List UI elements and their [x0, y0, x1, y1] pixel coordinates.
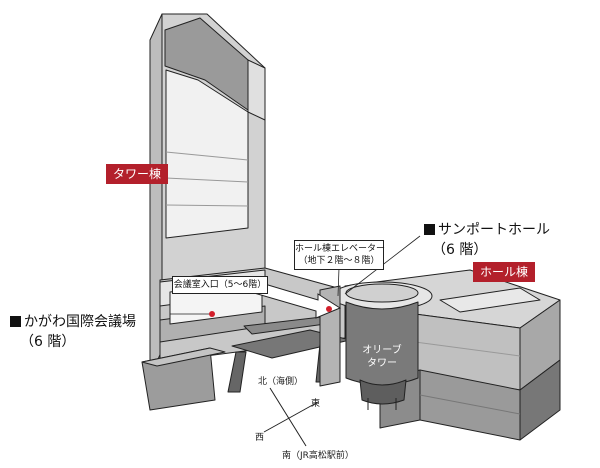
compass-rose: [263, 387, 319, 447]
walkway-support-1: [227, 351, 247, 393]
hall-wing-upper: [439, 287, 541, 313]
compass-south: 南（JR高松駅前）: [282, 451, 354, 461]
compass-west: 西: [255, 433, 265, 443]
olive-tower-base: [359, 379, 407, 405]
tower-wing-label: タワー棟: [106, 164, 169, 184]
hall-wing-label: ホール棟: [473, 262, 536, 282]
tower-right-ribbon: [247, 59, 266, 121]
elevator-marker: [326, 306, 332, 312]
square-bullet-icon: [424, 224, 435, 235]
hall-elevator-label: ホール棟エレベーター （地下２階～８階）: [294, 240, 385, 270]
sunport-hall-floor: （6 階）: [432, 242, 488, 258]
olive-roof-inner: [345, 283, 419, 303]
conf-marker: [209, 311, 215, 317]
tower-base-top: [141, 347, 226, 367]
tower-upper-panel: [165, 69, 249, 239]
conf-entrance-label: 会議室入口（5～6階）: [172, 276, 268, 294]
hall-wing-side: [519, 359, 561, 441]
compass-east: 東: [311, 399, 321, 409]
olive-tower-label: オリーブ タワー: [362, 345, 402, 369]
sunport-hall-title: サンポートホール: [424, 220, 550, 240]
square-bullet-icon: [10, 316, 21, 327]
kagawa-conf-floor: （6 階）: [20, 334, 76, 350]
kagawa-conf-title: かがわ国際会議場: [10, 312, 136, 332]
compass-north: 北（海側）: [258, 377, 304, 387]
entrance-arrow: [253, 281, 342, 319]
